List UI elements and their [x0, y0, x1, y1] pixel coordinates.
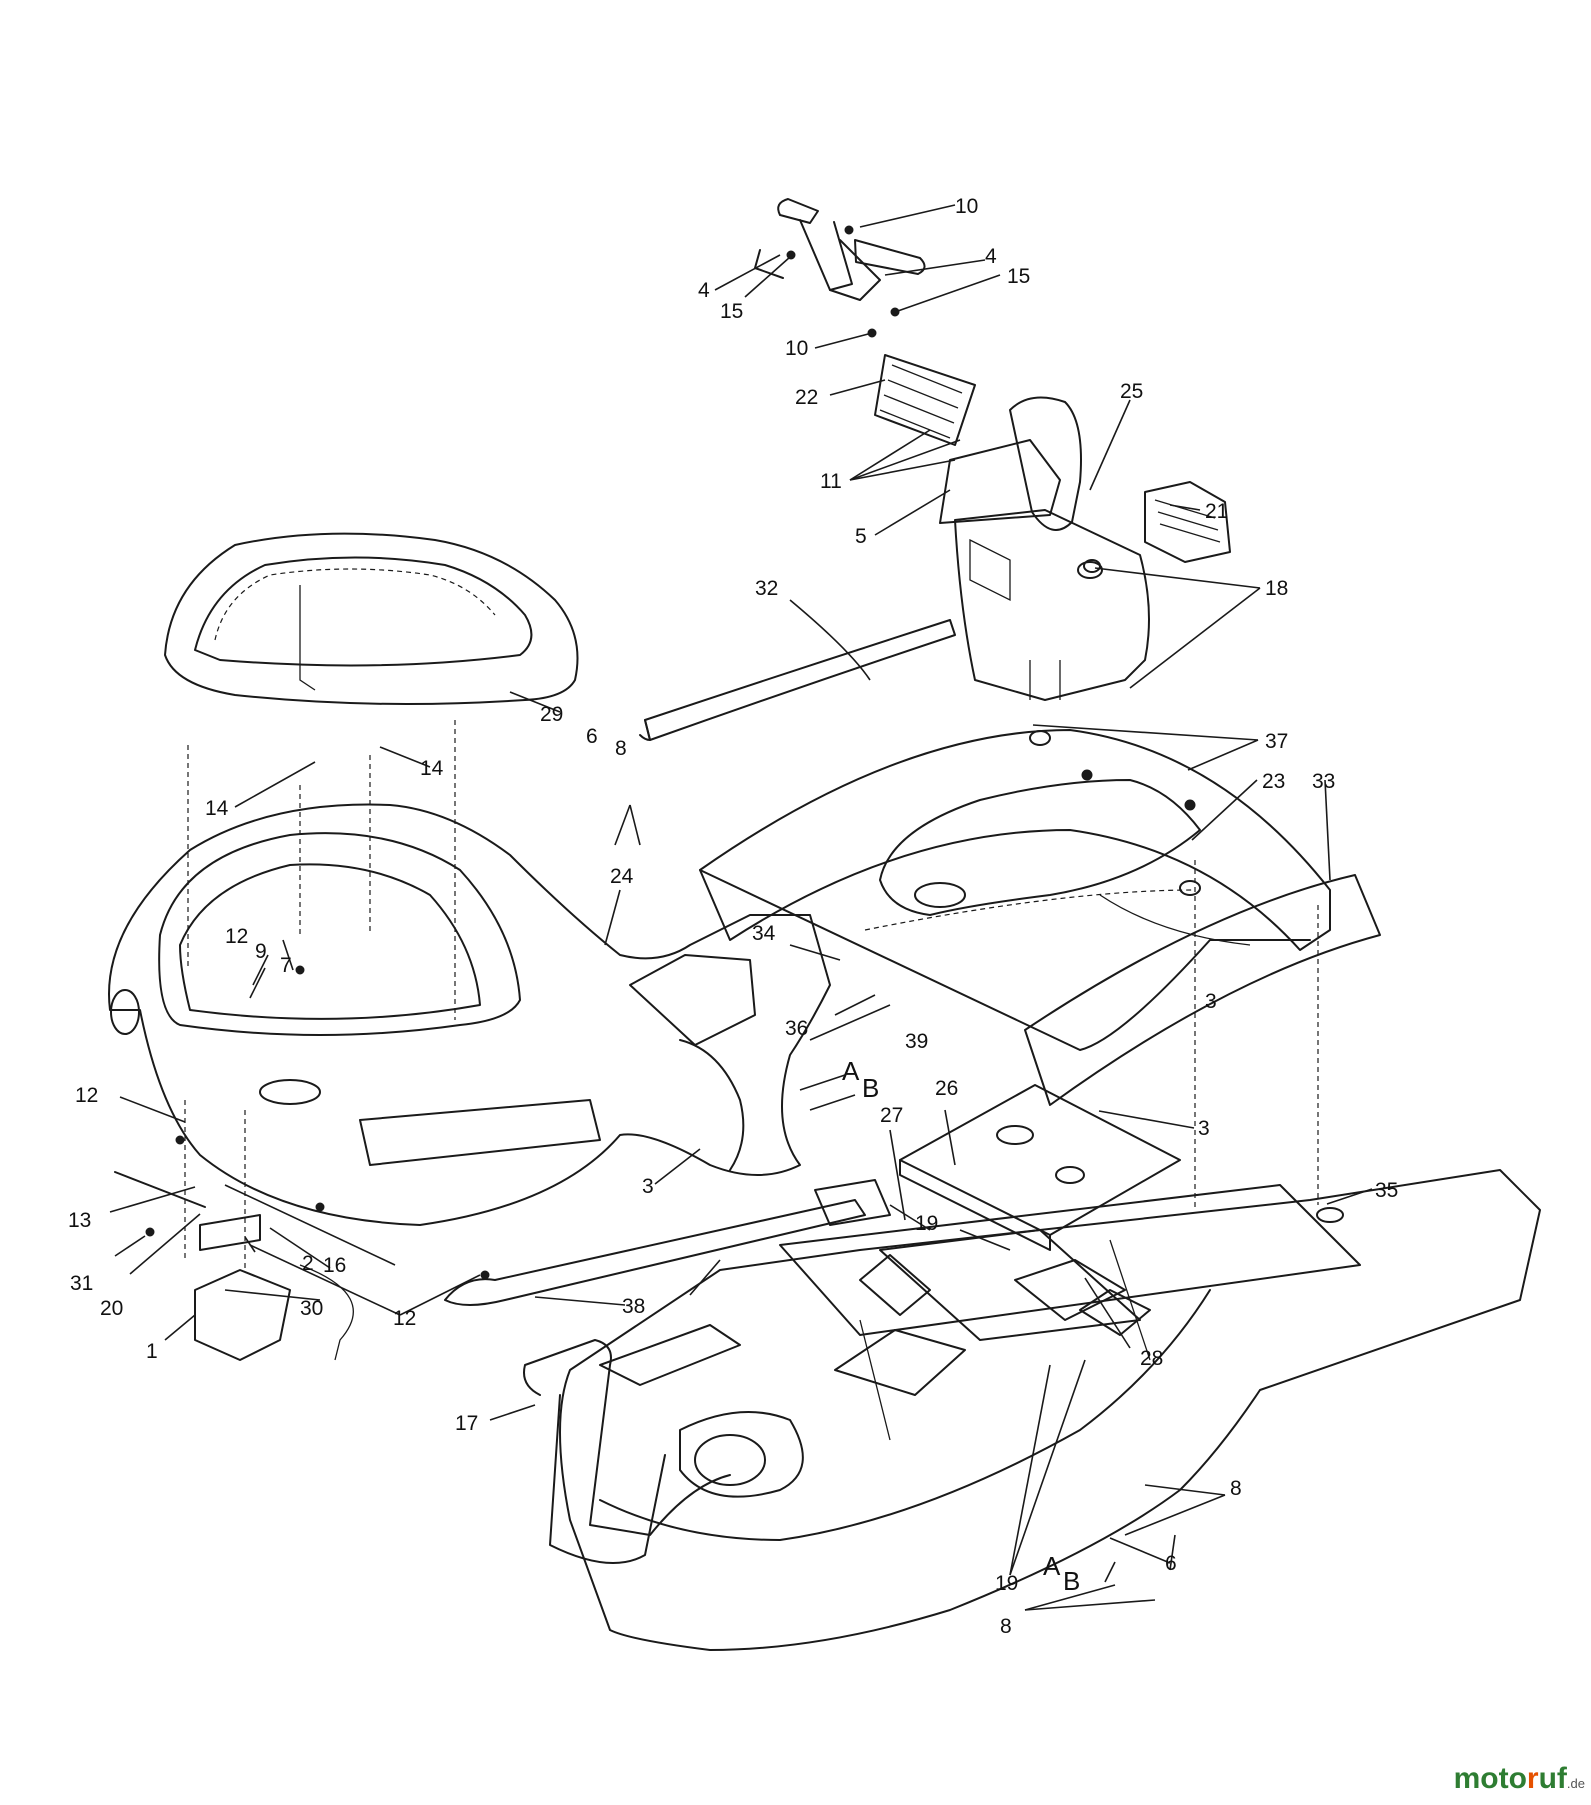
callout-label: 9: [255, 940, 267, 963]
callout-label: 11: [820, 470, 842, 493]
callout-label: 33: [1312, 770, 1335, 793]
callout-label: 7: [280, 954, 292, 977]
callout-label: 39: [905, 1030, 928, 1053]
callout-label: 14: [420, 757, 444, 780]
callout-label: 3: [642, 1175, 654, 1198]
callout-label: 6: [586, 725, 598, 748]
callout-label: 8: [1000, 1615, 1012, 1638]
hood-panel-part: [699, 729, 1331, 1051]
watermark-brand: motoruf: [1453, 1762, 1567, 1795]
floor-mat-part: [639, 619, 956, 741]
callout-label: 16: [323, 1254, 346, 1277]
callout-label: 37: [1265, 730, 1288, 753]
callout-label: 5: [855, 525, 867, 548]
callout-label: 31: [70, 1272, 93, 1295]
callout-label: 25: [1120, 380, 1143, 403]
callout-label: 1: [146, 1340, 158, 1363]
callout-label: 21: [1205, 500, 1228, 523]
callout-label: 8: [615, 737, 627, 760]
callout-labels: 10 4 4 15 15 10 22 25 11 21 5 18 32 29 6…: [68, 195, 1398, 1638]
marker-b: B: [1063, 1566, 1080, 1596]
dash-console-part: [939, 396, 1150, 701]
callout-label: 4: [985, 245, 997, 268]
seat-part: [164, 532, 579, 705]
callout-label: 3: [1205, 990, 1217, 1013]
watermark-logo: motoruf.de: [1454, 1762, 1585, 1796]
callout-label: 12: [75, 1084, 98, 1107]
connection-marker-1: A B: [799, 1056, 879, 1111]
running-board-part: [444, 1199, 866, 1306]
watermark-suffix: .de: [1566, 1776, 1585, 1791]
chassis-frame-part: [559, 1169, 1541, 1651]
fender-body-part: [108, 803, 831, 1226]
callout-label: 35: [1375, 1179, 1398, 1202]
callout-label: 19: [915, 1212, 938, 1235]
callout-label: 24: [610, 865, 634, 888]
hardware-dots: [145, 225, 1344, 1280]
callout-label: 27: [880, 1104, 903, 1127]
callout-label: 30: [300, 1297, 323, 1320]
vent-grille-part: [1144, 481, 1231, 563]
side-panel-part: [1024, 874, 1381, 1106]
cable-13-part: [114, 1171, 206, 1208]
callout-label: 13: [68, 1209, 91, 1232]
callout-label: 15: [1007, 265, 1030, 288]
callout-label: 17: [455, 1412, 478, 1435]
callout-label: 23: [1262, 770, 1285, 793]
steering-wheel-part: [754, 198, 926, 301]
callout-label: 26: [935, 1077, 958, 1100]
callout-label: 4: [698, 279, 710, 302]
callout-label: 19: [995, 1572, 1018, 1595]
leader-lines: [109, 204, 1373, 1611]
callout-label: 2: [302, 1252, 314, 1275]
callout-label: 28: [1140, 1347, 1163, 1370]
callout-label: 3: [1198, 1117, 1210, 1140]
callout-label: 32: [755, 577, 778, 600]
marker-a: A: [1043, 1551, 1061, 1581]
callout-label: 22: [795, 386, 818, 409]
roll-bar-part: [523, 1324, 741, 1564]
callout-label: 10: [785, 337, 808, 360]
battery-tray-part: [899, 1084, 1181, 1251]
callout-label: 6: [1165, 1552, 1177, 1575]
callout-label: 14: [205, 797, 229, 820]
marker-a: A: [842, 1056, 860, 1086]
callout-label: 18: [1265, 577, 1288, 600]
callout-label: 29: [540, 703, 563, 726]
callout-label: 15: [720, 300, 743, 323]
callout-label: 12: [225, 925, 248, 948]
callout-label: 8: [1230, 1477, 1242, 1500]
front-bracket-part: [194, 1214, 354, 1361]
connection-marker-2: A B: [1043, 1551, 1116, 1596]
callout-label: 36: [785, 1017, 808, 1040]
assembly-lines: [184, 720, 1319, 1270]
callout-label: 38: [622, 1295, 645, 1318]
callout-label: 12: [393, 1307, 416, 1330]
column-boot-part: [874, 354, 976, 446]
pedal-bracket-part: [814, 1179, 1151, 1336]
callout-label: 34: [752, 922, 776, 945]
callout-label: 20: [100, 1297, 123, 1320]
marker-b: B: [862, 1073, 879, 1103]
callout-label: 10: [955, 195, 978, 218]
